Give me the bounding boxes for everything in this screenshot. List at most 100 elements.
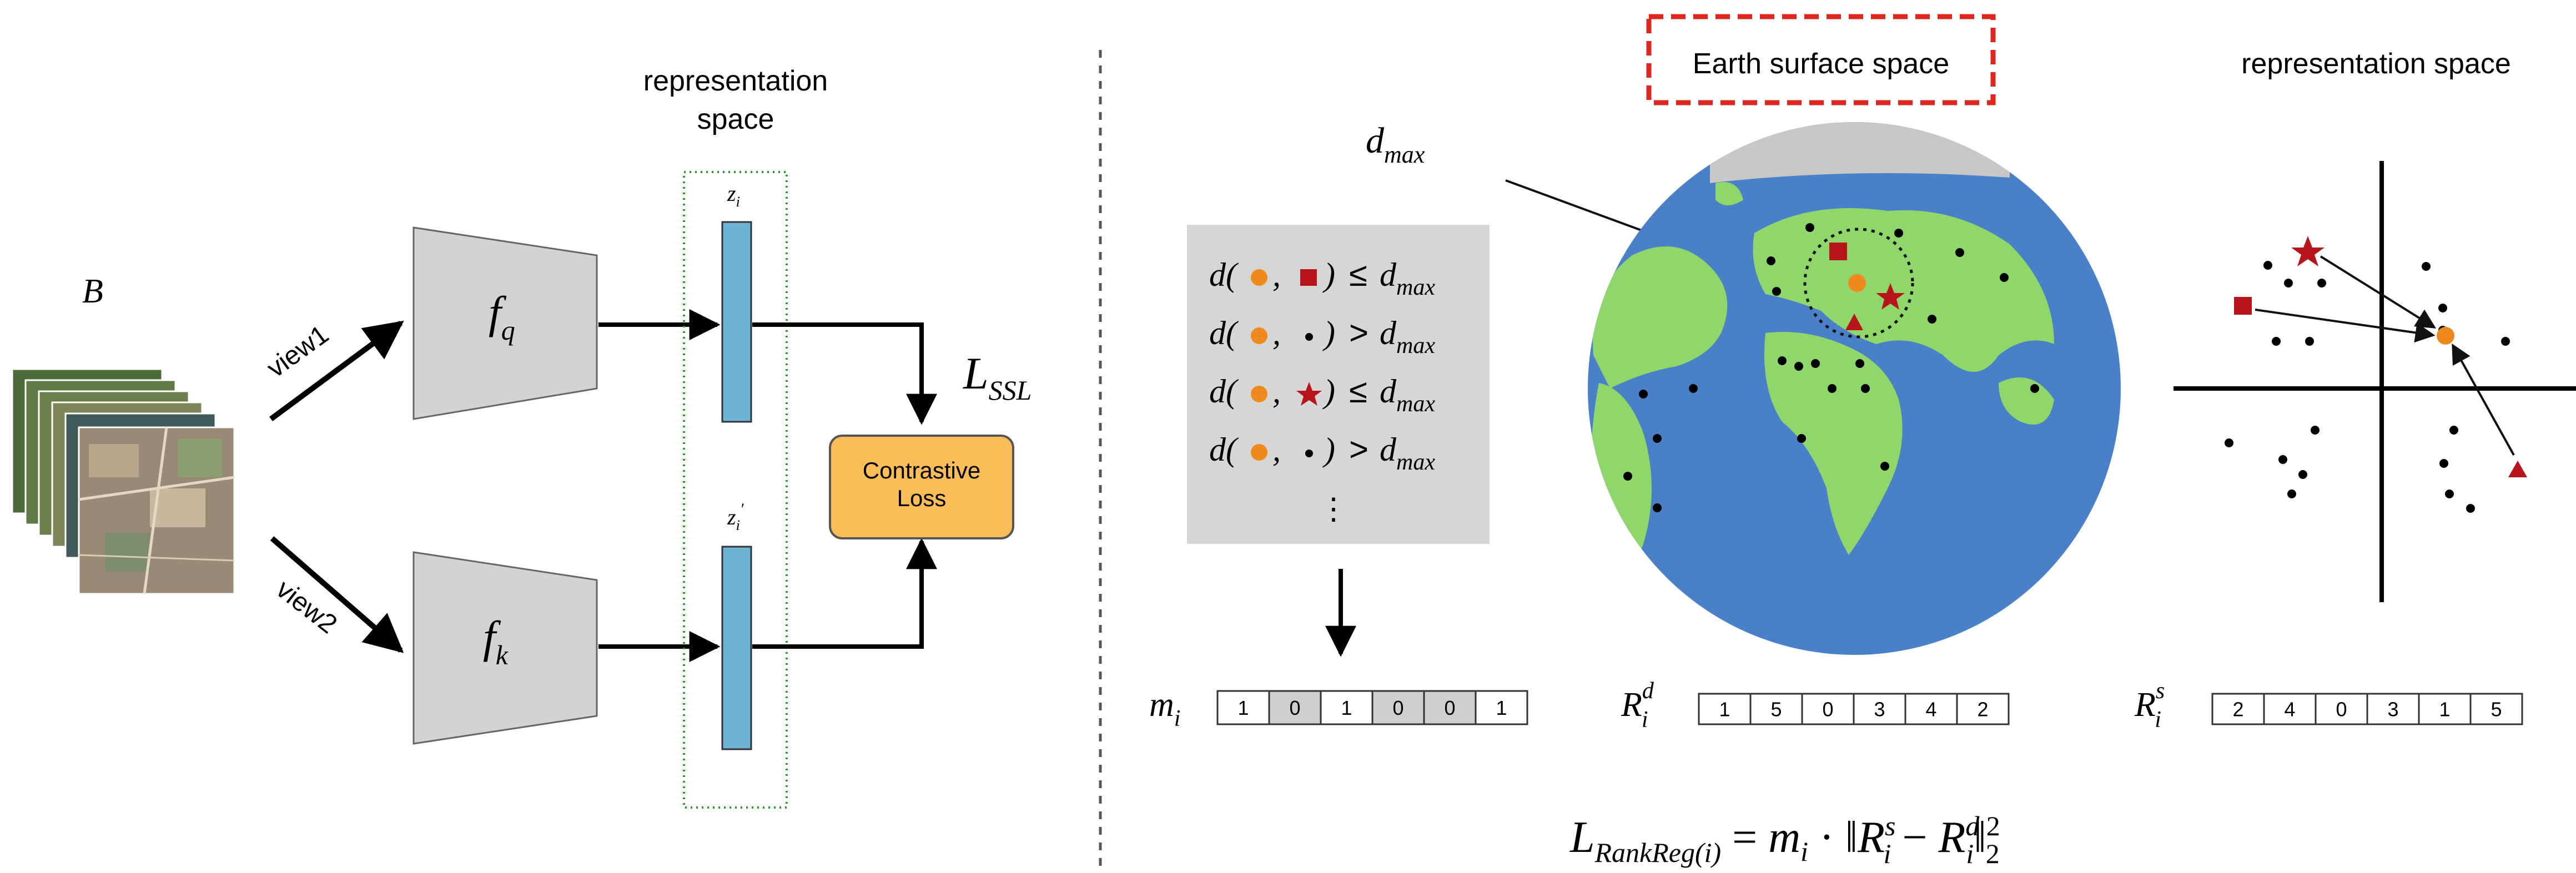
vector-cell <box>2263 693 2317 725</box>
vector-cell-value: 0 <box>1444 697 1455 719</box>
earth-title-box <box>1646 14 1996 105</box>
orange-point <box>2437 327 2454 345</box>
zip-label: zi′ <box>727 500 744 533</box>
vector-cell-value: 1 <box>1341 697 1352 719</box>
batch-label: B <box>82 273 103 310</box>
svg-text:,: , <box>1272 315 1281 351</box>
svg-text:d(: d( <box>1209 256 1239 293</box>
left-rep-space-title-2: space <box>697 103 774 135</box>
vector-cell-value: 4 <box>1925 698 1936 721</box>
orange-point <box>1251 269 1267 286</box>
mask-vector: 1 0 1 0 0 1 <box>1216 690 1528 725</box>
vector-cell-value: 0 <box>1822 698 1833 721</box>
vector-cell-value: 0 <box>1392 697 1403 719</box>
loss-label-2: Loss <box>897 485 947 511</box>
vector-cell <box>2469 693 2523 725</box>
red-square <box>2234 297 2252 315</box>
orange-point <box>1251 444 1267 461</box>
vector-cell-value: 1 <box>1719 698 1730 721</box>
svg-text:): ) <box>1322 315 1335 351</box>
black-point <box>1305 333 1313 341</box>
svg-text:≤: ≤ <box>1349 256 1367 293</box>
vector-cell-value: 0 <box>1289 697 1300 719</box>
svg-text:≤: ≤ <box>1349 372 1367 410</box>
svg-text:>: > <box>1349 431 1368 468</box>
svg-text:d(: d( <box>1209 373 1239 410</box>
globe <box>1588 122 2121 655</box>
svg-text:): ) <box>1322 373 1335 410</box>
svg-text:dmax: dmax <box>1380 256 1435 300</box>
vector-cell <box>1320 690 1373 725</box>
svg-text:d(: d( <box>1209 315 1239 351</box>
dmax-label: dmax <box>1366 120 1425 168</box>
view2-label: view2 <box>270 574 342 639</box>
red-triangle <box>1845 314 1863 330</box>
vector-cell-value: 1 <box>1496 697 1507 719</box>
lssl-label: LSSL <box>963 348 1032 406</box>
view1-label: view1 <box>261 320 334 383</box>
vector-cell-value: 3 <box>1874 698 1885 721</box>
contrastive-loss-box <box>829 435 1014 539</box>
vector-cell <box>1956 693 2010 725</box>
vector-cell-value: 1 <box>2439 698 2450 721</box>
svg-text:): ) <box>1322 256 1335 293</box>
triangle-arrow <box>2452 343 2515 456</box>
svg-text:,: , <box>1272 373 1281 410</box>
vector-cell-value: 5 <box>1770 698 1782 721</box>
condition-panel <box>1187 225 1490 544</box>
view2-arrow <box>270 536 404 653</box>
svg-text:): ) <box>1322 431 1335 468</box>
vector-cell-value: 2 <box>2232 698 2243 721</box>
left-rep-space-title-1: representation <box>643 65 828 97</box>
zip-to-loss-arrow <box>752 538 937 649</box>
red-star <box>2291 236 2325 266</box>
orange-point <box>1251 327 1267 344</box>
vector-cell <box>1216 690 1270 725</box>
vector-cell-value: 4 <box>2284 698 2295 721</box>
earth-title: Earth surface space <box>1693 48 1949 80</box>
rep-rank-vector: 2 4 0 3 1 5 <box>2211 693 2523 725</box>
vector-cell <box>1268 690 1322 725</box>
geo-rank-vector: 1 5 0 3 4 2 <box>1698 693 2010 725</box>
mi-label: mi <box>1149 686 1180 731</box>
zi-label: zi <box>727 181 740 210</box>
red-square <box>1829 243 1847 260</box>
vector-cell <box>2418 693 2472 725</box>
vector-cell-value: 5 <box>2491 698 2502 721</box>
vector-cell-value: 3 <box>2387 698 2398 721</box>
right-rep-space-title: representation space <box>2241 48 2511 80</box>
condition-row-4: d( , ) > dmax <box>1209 431 1435 475</box>
square-arrow <box>2255 309 2436 343</box>
svg-text:>: > <box>1349 314 1368 351</box>
vector-cell <box>2315 693 2368 725</box>
red-square <box>1300 269 1317 286</box>
zip-bar <box>721 546 752 750</box>
loss-label-1: Contrastive <box>863 457 980 483</box>
svg-text:,: , <box>1272 256 1281 293</box>
red-star <box>1296 382 1322 406</box>
vector-cell-value: 1 <box>1237 697 1249 719</box>
red-star <box>1876 283 1905 310</box>
svg-text:,: , <box>1272 431 1281 468</box>
dmax-radius-circle <box>1803 228 1914 339</box>
svg-text:dmax: dmax <box>1380 315 1435 359</box>
condition-row-3: d( , ) ≤ dmax <box>1209 372 1435 417</box>
vector-cell <box>1749 693 1803 725</box>
vector-cell <box>1853 693 1906 725</box>
black-point <box>1305 450 1313 457</box>
svg-text:dmax: dmax <box>1380 373 1435 417</box>
condition-row-2: d( , ) > dmax <box>1209 314 1435 359</box>
svg-text:d(: d( <box>1209 431 1239 468</box>
vector-cell-value: 0 <box>2336 698 2347 721</box>
query-encoder <box>412 226 598 420</box>
red-triangle <box>2508 461 2527 477</box>
zi-bar <box>721 221 752 423</box>
condition-row-1: d( , ) ≤ dmax <box>1209 256 1435 300</box>
vector-cell-value: 2 <box>1977 698 1988 721</box>
star-arrow <box>2320 255 2437 329</box>
representation-box <box>683 171 788 809</box>
